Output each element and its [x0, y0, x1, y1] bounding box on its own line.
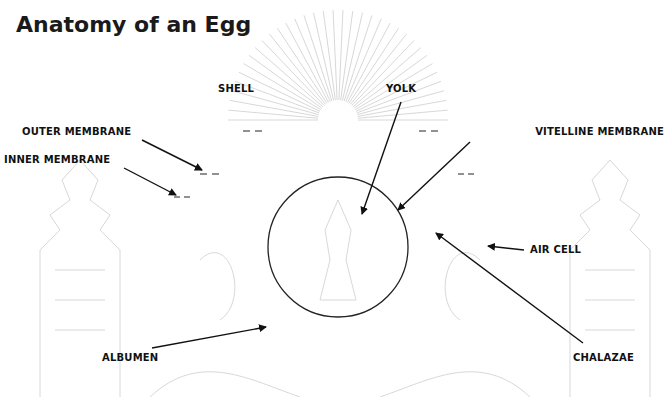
watermark-ray — [232, 91, 319, 115]
watermark-ray — [355, 64, 432, 110]
watermark-ray — [249, 55, 322, 108]
watermark-ray — [353, 48, 421, 107]
part-label: SHELL — [218, 83, 254, 94]
part-label: INNER MEMBRANE — [4, 154, 110, 165]
watermark-ray — [304, 15, 332, 101]
watermark — [40, 10, 650, 397]
part-label: ALBUMEN — [102, 352, 158, 363]
part-label: VITELLINE MEMBRANE — [535, 126, 664, 137]
layer-marks — [174, 131, 474, 197]
part-label: AIR CELL — [530, 244, 581, 255]
watermark-ray — [358, 120, 448, 121]
watermark-ray — [228, 120, 318, 121]
watermark-ray — [358, 110, 448, 118]
watermark-ray — [333, 10, 337, 100]
watermark-ray — [255, 48, 323, 107]
watermark-ray — [341, 11, 353, 100]
watermark-ray — [244, 64, 321, 110]
watermark-ray — [356, 72, 437, 111]
leader-arrows — [124, 102, 583, 348]
watermark-ray — [346, 19, 381, 102]
part-label: CHALAZAE — [573, 352, 634, 363]
part-label: YOLK — [386, 83, 416, 94]
watermark-ray — [286, 23, 329, 102]
watermark-ray — [352, 40, 414, 105]
watermark-ray — [314, 13, 334, 101]
part-label: OUTER MEMBRANE — [22, 126, 131, 137]
diagram-title: Anatomy of an Egg — [16, 12, 251, 37]
yolk-circle — [268, 177, 408, 317]
